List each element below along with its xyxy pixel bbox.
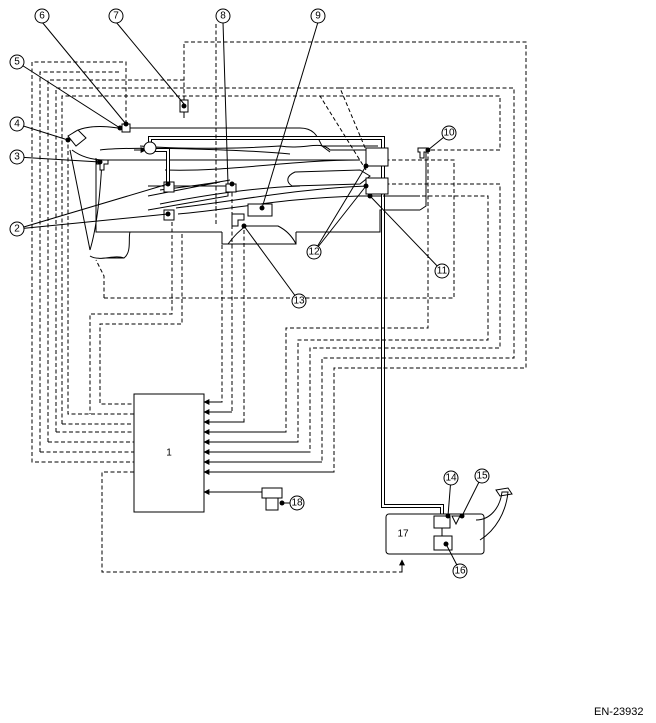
svg-text:13: 13 [293, 296, 305, 307]
callout-9: 9 [310, 8, 326, 24]
sensor-12b-icon [365, 177, 389, 195]
figure-reference: EN-23932 [594, 706, 644, 718]
callout-1: 1 [166, 448, 172, 459]
ecm-box [133, 393, 205, 513]
leader-lines [16, 21, 483, 572]
svg-text:17: 17 [397, 529, 409, 540]
callout-13: 13 [291, 293, 307, 309]
valve-4-icon [67, 129, 87, 147]
svg-text:14: 14 [445, 473, 457, 484]
callout-2: 2 [9, 221, 25, 237]
svg-text:15: 15 [476, 471, 488, 482]
connection-dots [65, 103, 465, 547]
callout-8: 8 [215, 8, 231, 24]
sensor-9-icon [247, 203, 273, 217]
svg-text:8: 8 [220, 11, 226, 22]
callout-15: 15 [474, 468, 490, 484]
fuel-sender-16-icon [433, 535, 453, 551]
callout-11: 11 [434, 263, 450, 279]
svg-text:18: 18 [291, 498, 303, 509]
callout-4: 4 [9, 116, 25, 132]
callout-7: 7 [108, 8, 124, 24]
callout-10: 10 [441, 125, 457, 141]
svg-text:6: 6 [39, 11, 45, 22]
callout-18: 18 [289, 495, 305, 511]
callout-14: 14 [443, 470, 459, 486]
svg-text:1: 1 [166, 448, 172, 459]
svg-text:7: 7 [113, 11, 119, 22]
svg-text:4: 4 [14, 119, 20, 130]
svg-text:12: 12 [308, 247, 320, 258]
callout-16: 16 [452, 563, 468, 579]
svg-text:16: 16 [454, 566, 466, 577]
svg-text:5: 5 [14, 57, 20, 68]
callout-3: 3 [9, 149, 25, 165]
svg-text:9: 9 [315, 11, 321, 22]
callout-6: 6 [34, 8, 50, 24]
svg-text:11: 11 [437, 266, 448, 277]
sensor-18-icon [261, 487, 283, 499]
filler-neck [475, 491, 509, 541]
svg-text:2: 2 [14, 224, 20, 235]
callout-12: 12 [306, 244, 322, 260]
ecm-input-arrows [134, 147, 405, 572]
components [67, 99, 513, 555]
callout-17: 17 [397, 529, 409, 540]
callout-5: 5 [9, 54, 25, 70]
sensor-13-icon [231, 213, 245, 227]
svg-text:10: 10 [443, 128, 455, 139]
sensor-12a-icon [365, 147, 389, 167]
solenoid-6-icon [143, 141, 157, 155]
svg-text:3: 3 [14, 152, 20, 163]
fuel-tank [385, 513, 485, 555]
